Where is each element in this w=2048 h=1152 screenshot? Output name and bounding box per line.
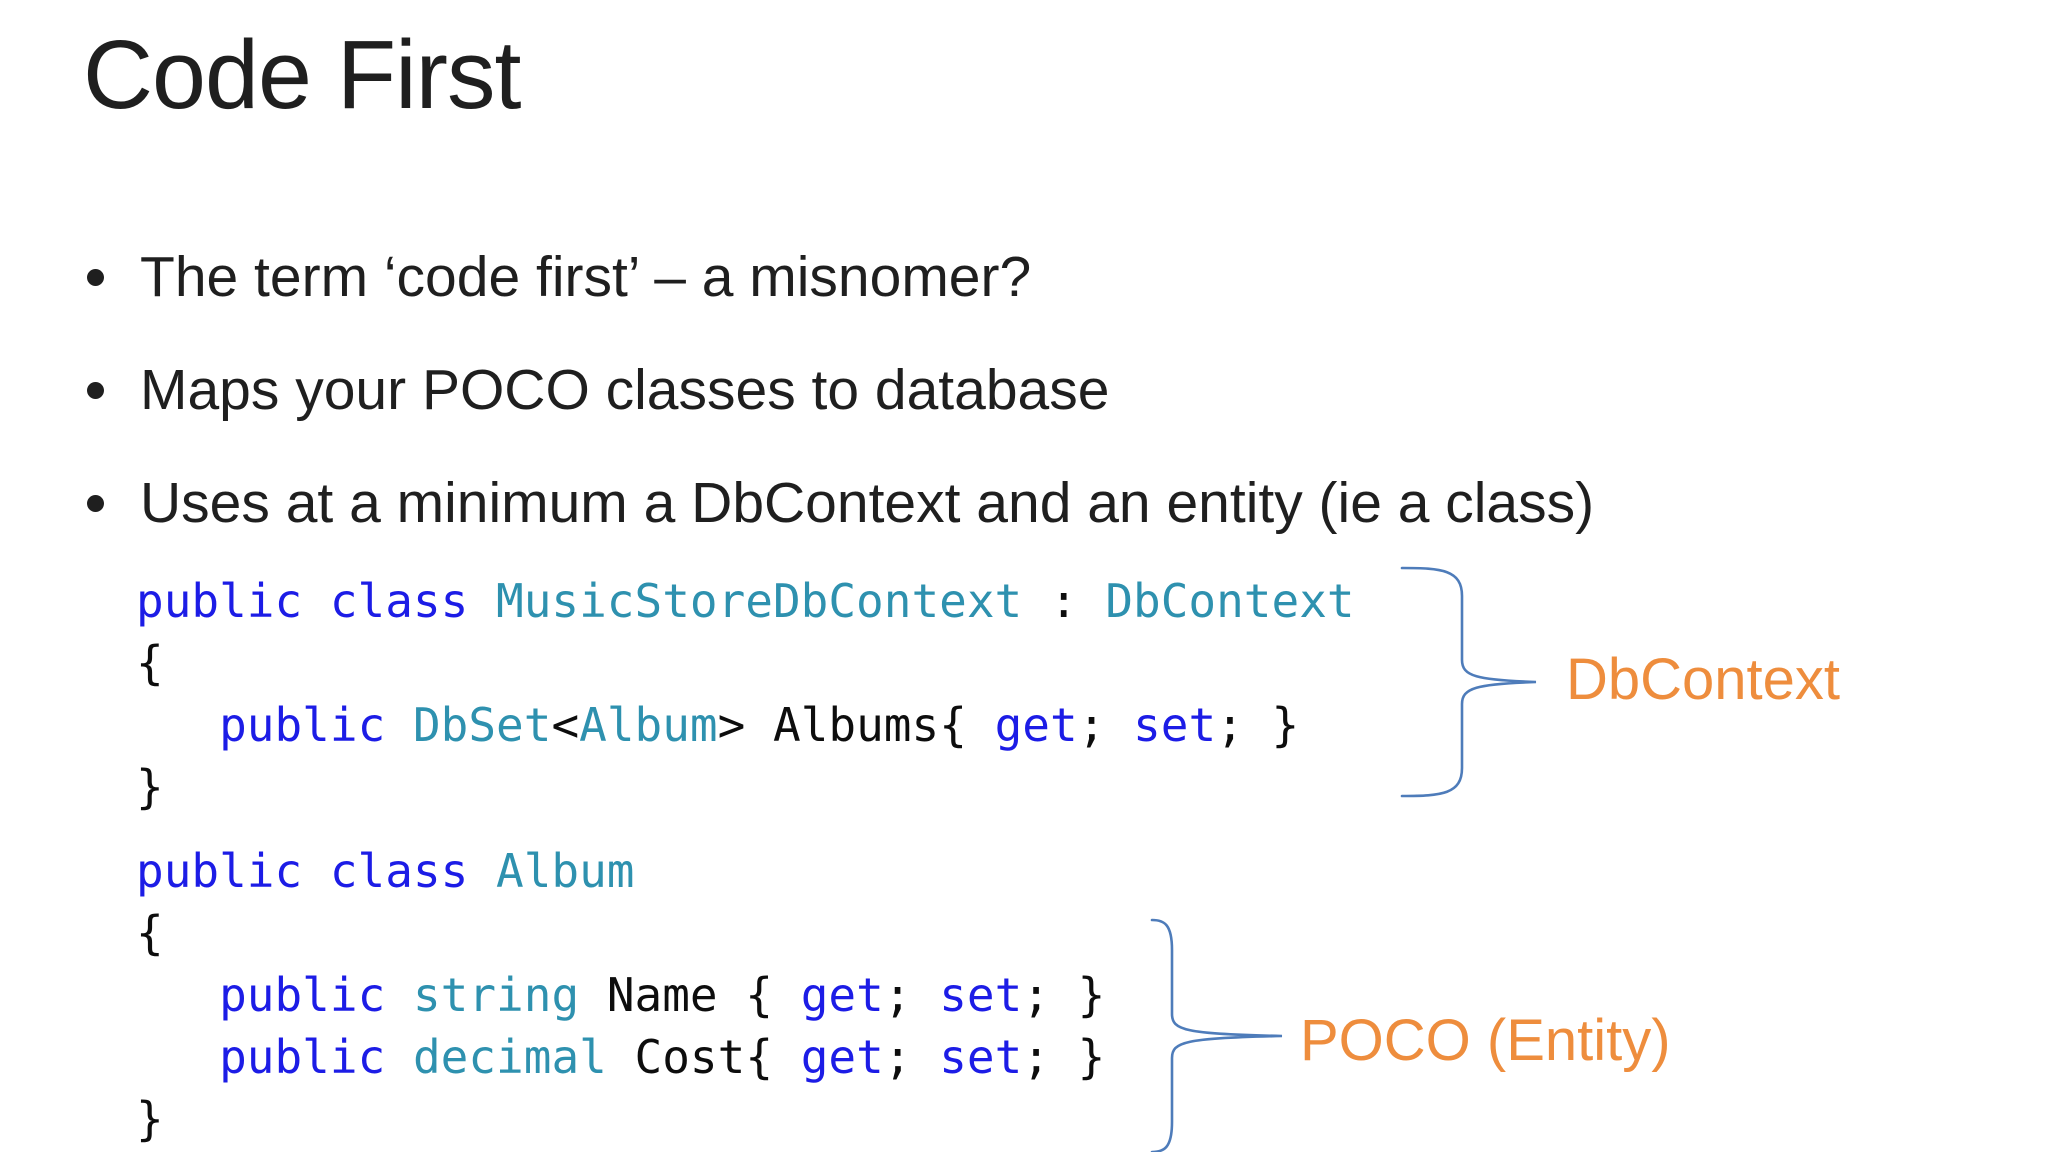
bullet-item: The term ‘code first’ – a misnomer?: [85, 243, 1594, 311]
bullet-list: The term ‘code first’ – a misnomer? Maps …: [85, 243, 1594, 582]
bullet-item: Uses at a minimum a DbContext and an ent…: [85, 469, 1594, 537]
code-line: {: [136, 636, 164, 690]
dbcontext-brace-icon: [1400, 564, 1540, 800]
dbcontext-annotation-label: DbContext: [1566, 647, 1841, 712]
bullet-dot-icon: [87, 495, 104, 512]
bullet-item: Maps your POCO classes to database: [85, 356, 1594, 424]
poco-brace-icon: [1150, 916, 1290, 1152]
code-line: {: [136, 906, 164, 960]
code-line: }: [136, 760, 164, 814]
bullet-text: Maps your POCO classes to database: [140, 358, 1110, 422]
code-line: public decimal Cost{ get; set; }: [219, 1030, 1106, 1084]
code-snippet: public class MusicStoreDbContext : DbCon…: [136, 570, 1355, 1150]
bullet-text: Uses at a minimum a DbContext and an ent…: [140, 471, 1595, 535]
poco-annotation-label: POCO (Entity): [1300, 1008, 1671, 1073]
code-line: public class Album: [136, 844, 635, 898]
bullet-dot-icon: [87, 382, 104, 399]
code-block: public class MusicStoreDbContext : DbCon…: [136, 570, 1355, 818]
slide-title: Code First: [83, 20, 521, 129]
code-line: public DbSet<Album> Albums{ get; set; }: [219, 698, 1300, 752]
bullet-text: The term ‘code first’ – a misnomer?: [140, 245, 1032, 309]
code-line: public class MusicStoreDbContext : DbCon…: [136, 574, 1355, 628]
code-line: public string Name { get; set; }: [219, 968, 1106, 1022]
code-block: public class Album { public string Name {…: [136, 840, 1355, 1150]
code-line: }: [136, 1092, 164, 1146]
bullet-dot-icon: [87, 269, 104, 286]
